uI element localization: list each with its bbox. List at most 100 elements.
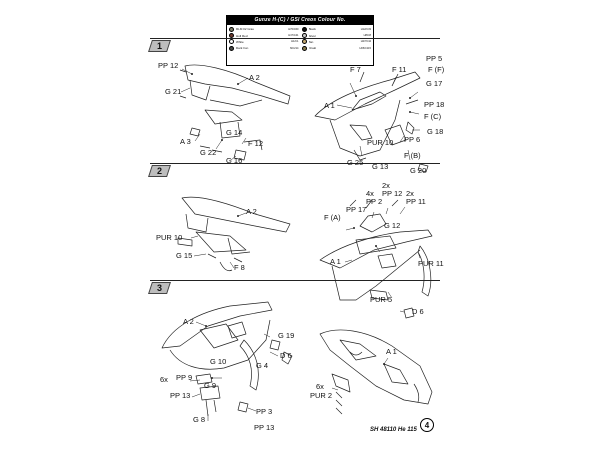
callout-d6-step2: D 6 [412, 307, 424, 316]
colour-legend-item: Silver H8/C8 [301, 32, 371, 39]
step-3-right-drawing [319, 329, 433, 415]
callout-g12: G 12 [384, 221, 401, 230]
callout-pur10-step2: PUR 10 [156, 233, 183, 242]
colour-legend-item: Hull Red H47/C41 [229, 32, 299, 39]
callout-leader-lines [180, 68, 421, 421]
callout-2x-b: 2x [406, 189, 414, 198]
callout-pp3: PP 3 [256, 407, 273, 416]
callout-pp9: PP 9 [176, 373, 193, 382]
step-3-divider [150, 280, 440, 281]
colour-code: H47/C41 [288, 34, 299, 38]
callout-f-c: F (C) [424, 112, 442, 121]
callout-pur11: PUR 11 [418, 259, 444, 268]
colour-code: H12/C33 [360, 27, 371, 31]
callout-pp6: PP 6 [404, 135, 421, 144]
callout-a1-step2: A 1 [330, 257, 341, 266]
colour-swatch-icon [301, 39, 307, 45]
callout-pp5: PP 5 [426, 54, 443, 63]
colour-name: Silver [308, 33, 317, 38]
colour-legend-item: Khaki H66/C115 [301, 45, 372, 51]
callout-a2-step1: A 2 [249, 73, 260, 82]
colour-swatch-icon [301, 26, 307, 32]
callout-f12: F 12 [248, 139, 264, 148]
colour-legend-item: RLM 02 Grau H70/C60 [229, 26, 299, 32]
callout-g15: G 15 [176, 251, 193, 260]
colour-swatch-icon [301, 33, 307, 39]
callout-f-f: F (F) [428, 65, 445, 74]
colour-legend-title: Gunze H-(C) / GSI Creos Colour No. [227, 16, 373, 25]
callout-2x-a: 2x [382, 181, 390, 190]
colour-name: White [236, 39, 244, 44]
callout-a2-step3: A 2 [183, 317, 194, 326]
callout-arrow-markers [191, 73, 411, 379]
callout-pp17: PP 17 [346, 205, 367, 214]
colour-code: MC214 [290, 46, 299, 50]
colour-name: Tan [308, 39, 314, 44]
callout-pp18: PP 18 [424, 100, 445, 109]
callout-f7: F 7 [350, 65, 361, 74]
callout-pp13-a: PP 13 [170, 391, 191, 400]
callout-d6-step3: D 6 [280, 351, 292, 360]
colour-swatch-icon [229, 39, 234, 45]
callout-g14: G 14 [226, 128, 243, 137]
callout-a1-step1: A 1 [324, 101, 335, 110]
callout-pp11: PP 11 [406, 197, 426, 206]
callout-pur2: PUR 2 [310, 391, 333, 400]
callout-f8: F 8 [234, 263, 245, 272]
callout-g4: G 4 [256, 361, 269, 370]
page-number: 4 [424, 420, 430, 430]
colour-legend-item: Dark Iron MC214 [229, 45, 299, 51]
callout-a2-step2: A 2 [246, 207, 257, 216]
colour-name: RLM 02 Grau [236, 27, 255, 32]
callout-g8: G 8 [193, 415, 206, 424]
callout-4x: 4x [366, 189, 374, 198]
callout-g22: G 22 [200, 148, 217, 157]
callout-pp2: PP 2 [366, 197, 383, 206]
colour-name: Dark Iron [236, 46, 249, 51]
colour-name: Hull Red [236, 33, 248, 38]
callout-f11: F 11 [392, 65, 407, 74]
colour-legend-item: Black H12/C33 [301, 26, 371, 32]
callout-6x-b: 6x [316, 382, 324, 391]
page-number-badge: 4 [420, 418, 434, 432]
catalog-number: SH 48110 He 115 [370, 427, 417, 433]
callout-g17: G 17 [426, 79, 443, 88]
colour-swatch-icon [229, 45, 234, 51]
callout-a3: A 3 [180, 137, 191, 146]
colour-code: H70/C60 [288, 27, 299, 31]
callout-pp12-step2: PP 12 [382, 189, 403, 198]
callout-pp13-b: PP 13 [254, 423, 275, 432]
step-2-left-drawing [177, 196, 291, 272]
colour-swatch-icon [301, 45, 307, 51]
callout-g9: G 9 [204, 381, 217, 390]
callout-pp12-step1: PP 12 [158, 61, 179, 70]
colour-name: Khaki [308, 46, 317, 51]
colour-swatch-icon [229, 26, 234, 32]
colour-code: H8/C8 [363, 34, 371, 38]
callout-6x-a: 6x [160, 375, 168, 384]
colour-name: Black [308, 27, 316, 32]
callout-pur5: PUR 5 [370, 295, 393, 304]
callout-f-a: F (A) [324, 213, 341, 222]
callout-g10: G 10 [210, 357, 227, 366]
colour-legend-item: White H1/C1 [229, 39, 299, 45]
callout-f-b: F (B) [404, 151, 421, 160]
callout-a1-step3: A 1 [386, 347, 397, 356]
step-2-divider [150, 163, 440, 164]
colour-legend-item: Tan H27/C44 [301, 39, 371, 45]
colour-code: H27/C44 [360, 40, 371, 44]
callout-pur10-step1: PUR 10 [367, 138, 394, 147]
callout-g25: G 25 [347, 158, 364, 167]
colour-code: H66/C115 [359, 46, 372, 50]
callout-g21: G 21 [165, 87, 182, 96]
callout-g13: G 13 [372, 162, 389, 171]
colour-swatch-icon [229, 33, 234, 39]
step-1-divider [150, 38, 440, 39]
colour-code: H1/C1 [291, 40, 299, 44]
colour-legend: Gunze H-(C) / GSI Creos Colour No. RLM 0… [226, 15, 374, 66]
callout-g20: G 20 [410, 166, 427, 175]
callout-g18: G 18 [427, 127, 444, 136]
